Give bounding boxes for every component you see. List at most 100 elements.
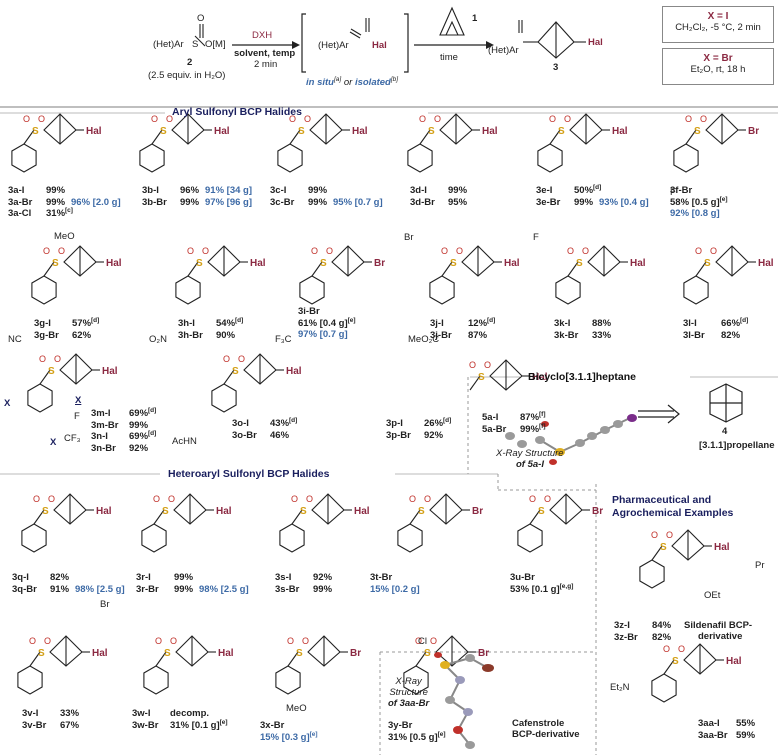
halogen-label: Hal <box>96 506 112 517</box>
compound-id: 3z-Br <box>614 631 638 643</box>
sub-f: F <box>533 232 539 243</box>
aryl-ring <box>397 523 423 553</box>
yield-value: 26%[d] <box>424 416 452 429</box>
oxygen-atom: O <box>549 114 556 124</box>
oxygen-atom: O <box>582 246 589 256</box>
yield-value: 54%[d] <box>216 316 244 329</box>
yield-row: 97% [0.7 g] <box>298 329 356 341</box>
oxygen-atom: O <box>415 636 422 646</box>
compound-id: 3w-Br <box>132 719 159 731</box>
yield-row: 3h-Br 90% <box>178 330 243 342</box>
yield-value: 50%[d] <box>574 183 602 196</box>
reactant-o: O <box>197 13 205 24</box>
bond <box>39 369 51 385</box>
halogen-label: Hal <box>532 372 548 383</box>
yield-value: 87%[f] <box>520 410 546 423</box>
oxygen-atom: O <box>155 636 162 646</box>
halogen-label: Hal <box>92 648 108 659</box>
yield-value: 90% <box>216 329 236 341</box>
product-ar: (Het)Ar <box>488 45 519 56</box>
section-bicyclo: Bicyclo[3.1.1]heptane <box>528 371 636 383</box>
oxygen-atom: O <box>710 246 717 256</box>
sulfur-atom: S <box>478 372 485 383</box>
compound-id: 3a-Br <box>8 196 33 208</box>
compound-id: 3p-Br <box>386 429 411 441</box>
compound-id: 3x-Br <box>260 720 285 731</box>
sulfur-atom: S <box>704 258 711 269</box>
compound-id: 3a-I <box>8 185 25 196</box>
scale-yield: 96% [2.0 g] <box>71 196 121 208</box>
halogen-label: Br <box>472 506 483 517</box>
sulfur-atom: S <box>48 366 55 377</box>
halogen-label: Hal <box>354 506 370 517</box>
yield-value: 91% <box>50 583 70 595</box>
compound-id: 3b-Br <box>142 196 167 208</box>
yield-value: 58% [0.5 g][e] <box>670 195 728 208</box>
scale-yield: 93% [0.4 g] <box>599 196 649 208</box>
oxygen-atom: O <box>469 360 476 370</box>
compound-id: 3w-I <box>132 708 151 719</box>
oxygen-atom: O <box>567 246 574 256</box>
bond <box>663 659 675 675</box>
oxygen-atom: O <box>33 494 40 504</box>
compound-id: 3h-Br <box>178 329 203 341</box>
bond <box>289 129 301 145</box>
yield-value: 62% <box>72 329 92 341</box>
section-pharma-2: Agrochemical Examples <box>612 507 734 519</box>
bond <box>651 545 663 561</box>
sulfur-atom: S <box>576 258 583 269</box>
yield-row: 31% [0.5 g][e] <box>388 731 446 744</box>
aryl-ring <box>31 275 57 305</box>
oxygen-atom: O <box>202 246 209 256</box>
sulfur-atom: S <box>32 126 39 137</box>
compound-id: 3v-I <box>22 708 39 719</box>
bond <box>567 261 579 277</box>
sub-et2n: Et₂N <box>610 682 630 693</box>
yield-value: 99% <box>574 196 594 208</box>
compound-id: 3s-I <box>275 572 292 583</box>
yield-value: 46% <box>270 429 290 441</box>
bond <box>409 509 421 525</box>
scale-yield: 98% [2.5 g] <box>199 583 249 595</box>
sulfur-atom: S <box>164 648 171 659</box>
oxygen-atom: O <box>302 636 309 646</box>
sulfur-atom: S <box>558 126 565 137</box>
bond <box>291 509 303 525</box>
bond <box>287 651 299 667</box>
halogen-label: Hal <box>250 258 266 269</box>
yield-row: 53% [0.1 g][e,g] <box>510 583 573 596</box>
x-cf3: CF₃ <box>64 433 81 444</box>
sub-x-2: X <box>50 437 57 448</box>
yield-value: 99% <box>174 583 194 595</box>
aryl-ring <box>275 665 301 695</box>
oxygen-atom: O <box>666 530 673 540</box>
yield-value: 61% [0.4 g][e] <box>298 316 356 329</box>
bond <box>469 375 481 391</box>
aryl-ring <box>429 275 455 305</box>
sildenafil-label: Sildenafil BCP-derivative <box>684 620 753 642</box>
compound-id: 3b-I <box>142 185 159 196</box>
oxygen-atom: O <box>663 644 670 654</box>
section-heteroaryl: Heteroaryl Sulfonyl BCP Halides <box>168 468 330 480</box>
oxygen-atom: O <box>306 494 313 504</box>
halogen-label: Br <box>478 648 489 659</box>
sub-meo2c: MeO₂C <box>408 334 440 345</box>
